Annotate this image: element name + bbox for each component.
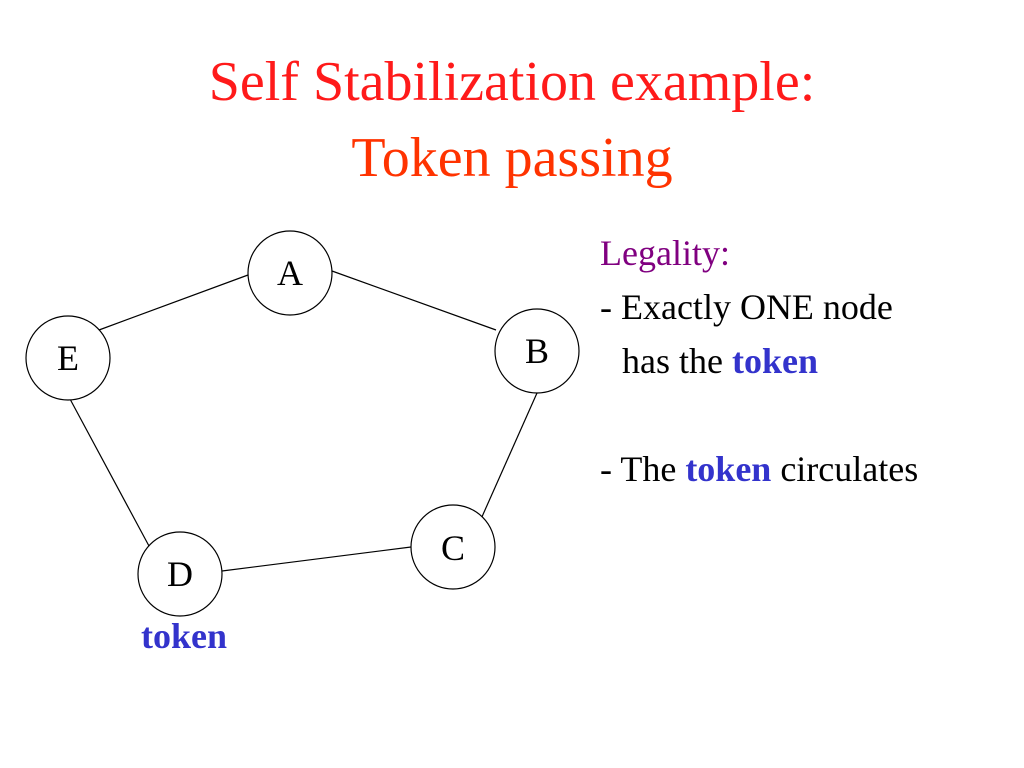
legality-panel: Legality: - Exactly ONE node has the tok… (600, 226, 1020, 496)
node-e: E (25, 315, 111, 401)
rule-2: - The token circulates (600, 442, 1020, 496)
rule-1-text: has the (622, 341, 732, 381)
slide-subtitle: Token passing (351, 127, 673, 189)
slide-title: Self Stabilization example: (208, 51, 816, 113)
node-e-label: E (57, 338, 79, 378)
rule-spacer (600, 388, 1020, 442)
edge-c-d (221, 546, 412, 572)
edge-b-c (480, 392, 538, 520)
node-c: C (410, 504, 496, 590)
rule-1-token-keyword: token (731, 341, 818, 381)
edge-e-a (98, 274, 249, 331)
legality-heading: Legality: (600, 233, 730, 273)
node-b: B (494, 308, 580, 394)
token-ring-diagram: A B C D E token (25, 230, 580, 656)
node-d: D (137, 531, 223, 617)
node-b-label: B (525, 331, 549, 371)
edge-a-b (331, 270, 497, 331)
rule-2-suffix: circulates (771, 449, 919, 489)
edges-group (69, 270, 538, 572)
token-label: token (141, 616, 227, 656)
rule-1-line-2: has the token (600, 334, 1020, 388)
node-a-label: A (277, 253, 303, 293)
node-c-label: C (441, 528, 465, 568)
edge-d-e (69, 398, 150, 547)
rule-2-prefix: - The (600, 449, 686, 489)
node-a: A (247, 230, 333, 316)
rule-2-token-keyword: token (685, 449, 772, 489)
rule-1-line-1: - Exactly ONE node (600, 287, 893, 327)
node-d-label: D (167, 554, 193, 594)
